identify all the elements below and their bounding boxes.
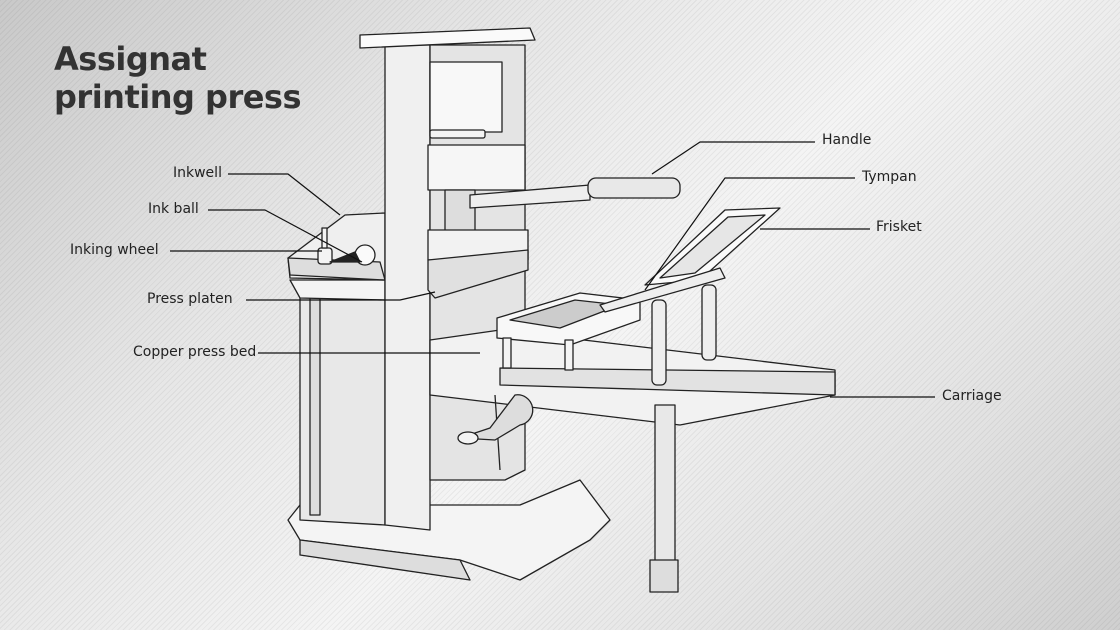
label-ink-ball: Ink ball [148,201,199,217]
leader-handle [651,141,815,175]
label-carriage: Carriage [942,388,1002,404]
screw-and-platen [427,189,529,299]
leader-press-platen [246,291,436,301]
inkwell-tray [287,212,386,281]
label-press-platen: Press platen [147,291,233,307]
carriage-rails [429,329,836,593]
label-inking-wheel: Inking wheel [70,242,159,258]
leader-ink-ball [208,209,363,263]
diagram-title: Assignat printing press [54,40,302,116]
label-handle: Handle [822,132,872,148]
leader-tympan [644,177,855,291]
rounce-crank [457,394,534,445]
handle-bar [469,177,681,209]
label-copper-press-bed: Copper press bed [133,344,257,360]
leader-lines [170,141,935,398]
label-inkwell: Inkwell [173,165,222,181]
frisket-frame [599,207,781,386]
title-line-2: printing press [54,78,302,116]
label-frisket: Frisket [876,219,922,235]
side-cabinet [289,279,386,526]
leader-inkwell [228,173,341,216]
label-tympan: Tympan [862,169,917,185]
title-line-1: Assignat [54,40,207,78]
